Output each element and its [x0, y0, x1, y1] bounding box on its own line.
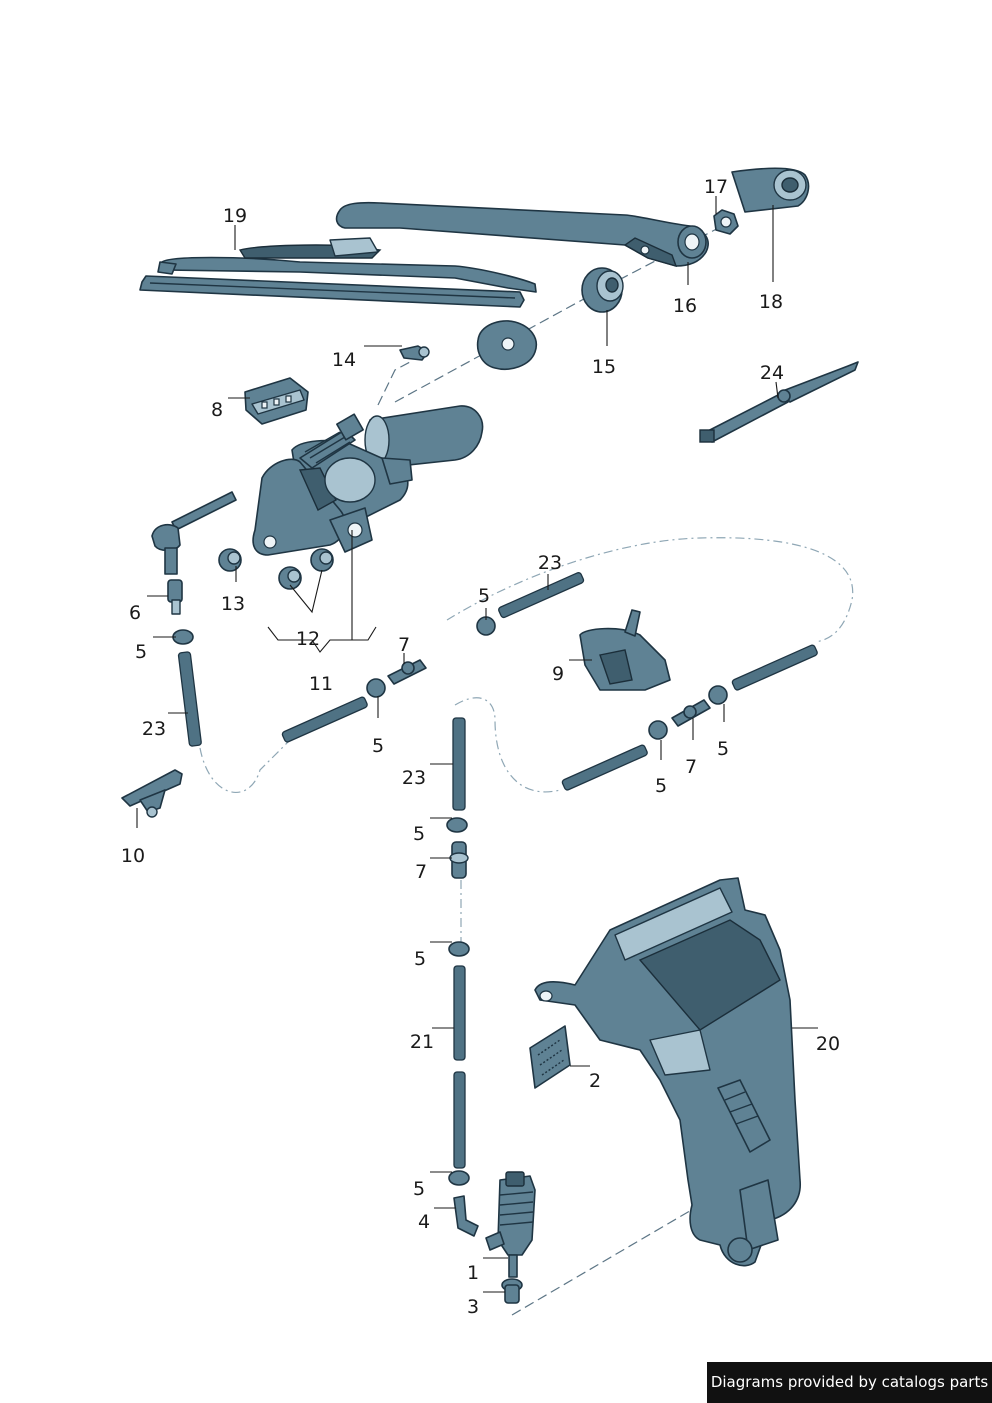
credit-footer: Diagrams provided by catalogs parts [707, 1362, 992, 1403]
callout-labels: 19 17 16 18 14 15 8 24 6 13 12 11 5 23 5… [121, 176, 840, 1318]
callout-5-center-3: 5 [413, 1178, 425, 1200]
callout-4: 4 [418, 1211, 430, 1233]
bracket [579, 609, 671, 691]
callout-8: 8 [211, 399, 223, 421]
pad [529, 1025, 571, 1089]
callout-18: 18 [759, 291, 783, 313]
callout-16: 16 [673, 295, 697, 317]
callout-5-right-low: 5 [655, 775, 667, 797]
nozzle [167, 579, 183, 615]
callout-17: 17 [704, 176, 728, 198]
callout-24: 24 [760, 362, 784, 384]
washer-pump [485, 1171, 536, 1278]
callout-5-center-2: 5 [414, 948, 426, 970]
cap [731, 167, 810, 213]
callout-3: 3 [467, 1296, 479, 1318]
callout-7-mid: 7 [398, 634, 410, 656]
callout-13: 13 [221, 593, 245, 615]
bushings [278, 548, 334, 590]
leader-lines [136, 196, 818, 1293]
washer-reservoir [534, 877, 801, 1267]
callout-23-center: 23 [402, 767, 426, 789]
callout-5-left: 5 [135, 641, 147, 663]
callout-11: 11 [309, 673, 333, 695]
connector [244, 377, 309, 425]
nut [713, 209, 739, 235]
wiper-arm [335, 201, 709, 268]
callout-14: 14 [332, 349, 356, 371]
callout-5-top: 5 [478, 585, 490, 607]
grommet-small [218, 548, 242, 572]
callout-23-left: 23 [142, 718, 166, 740]
callout-5-center-1: 5 [413, 823, 425, 845]
seal [476, 320, 537, 370]
callout-5-mid: 5 [372, 735, 384, 757]
callout-7-right: 7 [685, 756, 697, 778]
callout-12: 12 [296, 628, 320, 650]
callout-5-right: 5 [717, 738, 729, 760]
clamps [172, 616, 728, 1186]
elbow-fitting [453, 1195, 479, 1237]
callout-7-center: 7 [415, 861, 427, 883]
pump-grommet [501, 1278, 523, 1304]
callout-2: 2 [589, 1070, 601, 1092]
grommet [581, 267, 624, 313]
drive-rod [151, 491, 237, 575]
callout-1: 1 [467, 1262, 479, 1284]
callout-23-top: 23 [538, 552, 562, 574]
pin [399, 345, 430, 361]
callout-9: 9 [552, 663, 564, 685]
callout-15: 15 [592, 356, 616, 378]
hose-connectors [387, 659, 711, 879]
wiper-blade [139, 237, 537, 308]
clip [121, 769, 183, 818]
callout-10: 10 [121, 845, 145, 867]
callout-20: 20 [816, 1033, 840, 1055]
tubes [177, 572, 818, 1169]
wiper-motor [252, 405, 484, 556]
callout-19: 19 [223, 205, 247, 227]
callout-6: 6 [129, 602, 141, 624]
callout-21: 21 [410, 1031, 434, 1053]
